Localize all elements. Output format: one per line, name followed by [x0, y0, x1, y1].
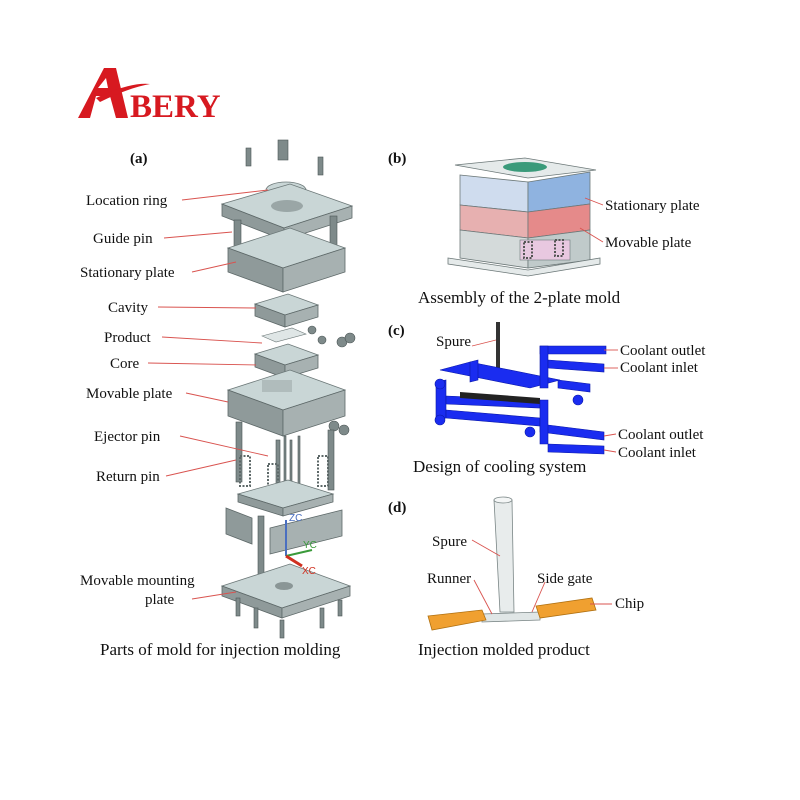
abery-logo: BERY [78, 68, 221, 125]
callout-b-stationary-plate: Stationary plate [605, 198, 700, 214]
callout-cavity: Cavity [108, 300, 148, 316]
callout-side-gate: Side gate [537, 571, 593, 587]
panel-d-label: (d) [388, 500, 406, 516]
panel-c-label: (c) [388, 323, 405, 339]
callout-b-movable-plate: Movable plate [605, 235, 692, 251]
panel-b-label: (b) [388, 151, 406, 167]
caption-d: Injection molded product [418, 640, 590, 659]
cooling-system [434, 322, 607, 455]
callout-product: Product [104, 330, 151, 346]
callout-stationary-plate: Stationary plate [80, 265, 175, 281]
callout-coolant-outlet-bottom: Coolant outlet [618, 427, 704, 443]
callout-coolant-inlet-top: Coolant inlet [620, 360, 699, 376]
panel-a-leaders [147, 189, 269, 600]
caption-b: Assembly of the 2-plate mold [418, 288, 621, 307]
callout-ejector-pin: Ejector pin [94, 429, 161, 445]
callout-movable-mounting: Movable mounting [80, 573, 195, 589]
callout-d-spure: Spure [432, 534, 467, 550]
axis-yc: YC [303, 540, 317, 551]
callout-runner: Runner [427, 571, 471, 587]
callout-location-ring: Location ring [86, 193, 168, 209]
callout-coolant-inlet-bottom: Coolant inlet [618, 445, 697, 461]
exploded-mold: ZC YC XC [220, 139, 356, 639]
caption-c: Design of cooling system [413, 457, 586, 476]
callout-return-pin: Return pin [96, 469, 160, 485]
callout-movable-plate: Movable plate [86, 386, 173, 402]
assembled-mold [447, 157, 601, 277]
callout-movable-mounting-plate: plate [145, 592, 174, 608]
logo-text: BERY [130, 89, 221, 125]
axis-zc: ZC [289, 513, 302, 524]
panel-a-label: (a) [130, 151, 148, 167]
panel-a-callouts: Location ring Guide pin Stationary plate… [80, 193, 195, 608]
molded-product [427, 496, 597, 631]
axis-xc: XC [302, 566, 316, 577]
callout-coolant-outlet-top: Coolant outlet [620, 343, 706, 359]
callout-chip: Chip [615, 596, 644, 612]
callout-c-spure: Spure [436, 334, 471, 350]
callout-core: Core [110, 356, 140, 372]
caption-a: Parts of mold for injection molding [100, 640, 341, 659]
callout-guide-pin: Guide pin [93, 231, 153, 247]
